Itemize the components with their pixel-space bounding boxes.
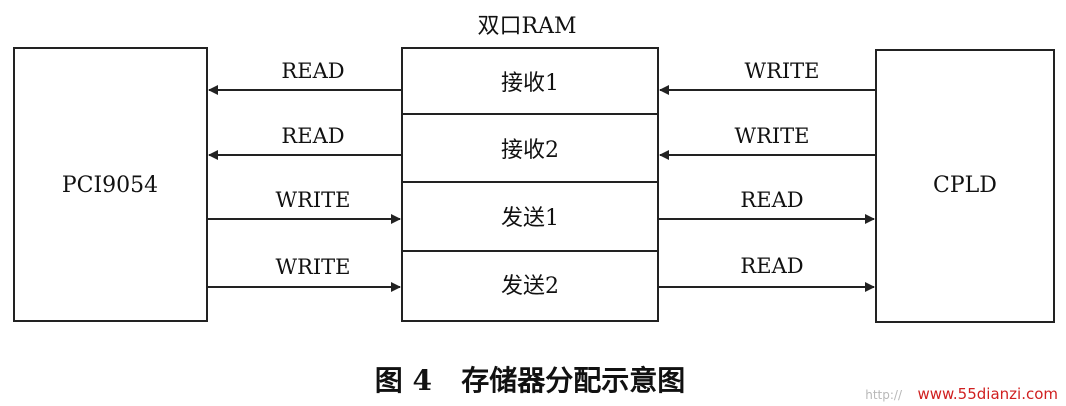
left-arrow-label: READ [281,124,344,148]
cpld-block [875,49,1055,323]
ram-slot-label: 接收1 [501,71,559,96]
left-arrow-label: WRITE [275,188,350,212]
left-arrow-label: WRITE [275,255,350,279]
dual-port-ram: 接收1 接收2 发送1 发送2 [401,47,659,322]
right-arrow-label: READ [740,254,803,278]
cpld-label: CPLD [933,173,997,198]
ram-slot-receive-2 [401,113,659,183]
right-arrow-label: WRITE [744,59,819,83]
ram-slot-receive-1 [401,47,659,115]
pci9054-block [13,47,208,322]
pci9054-label: PCI9054 [62,173,158,198]
watermark-prefix: http:// [865,388,903,402]
ram-slot-label: 接收2 [501,138,559,163]
dual-port-ram-title: 双口RAM [478,14,577,39]
ram-slot-label: 发送1 [501,206,559,231]
figure-caption: 图 4 存储器分配示意图 [375,364,685,397]
ram-slot-label: 发送2 [501,274,559,299]
left-arrow-label: READ [281,59,344,83]
ram-slot-send-2 [401,250,659,322]
right-arrow-label: WRITE [734,124,809,148]
watermark-site: www.55dianzi.com [917,385,1058,403]
right-arrow-label: READ [740,188,803,212]
